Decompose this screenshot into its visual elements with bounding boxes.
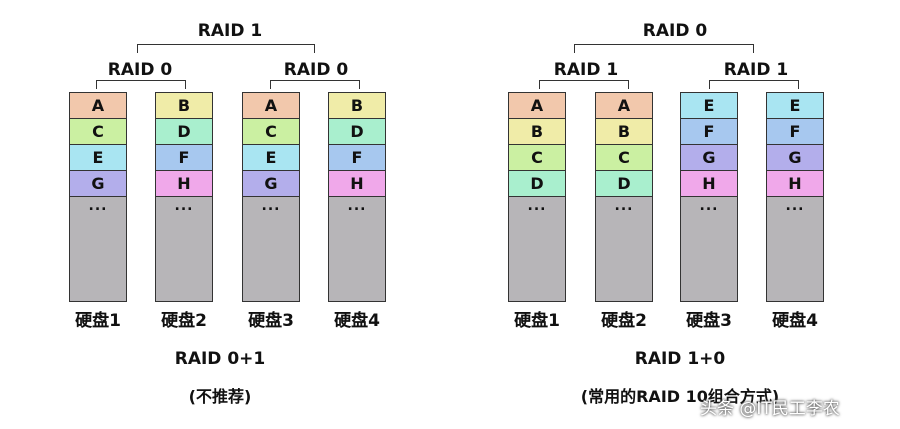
- data-block: A: [243, 93, 299, 119]
- disk-label: 硬盘3: [686, 311, 732, 331]
- top-level-label: RAID 0: [642, 21, 708, 41]
- data-block: B: [596, 119, 652, 145]
- group-bracket: [96, 80, 186, 89]
- disk-label: 硬盘1: [514, 311, 560, 331]
- disk-label: 硬盘2: [601, 311, 647, 331]
- more-blocks-ellipsis: ...: [347, 198, 367, 214]
- group-label: RAID 1: [553, 60, 619, 80]
- more-blocks-ellipsis: ...: [261, 198, 281, 214]
- disk-label: 硬盘4: [334, 311, 380, 331]
- data-block: C: [509, 145, 565, 171]
- group-label: RAID 0: [107, 60, 173, 80]
- data-block: A: [509, 93, 565, 119]
- watermark: 头条 @IT民工李农: [700, 399, 840, 419]
- data-block: H: [681, 171, 737, 197]
- data-block: E: [70, 145, 126, 171]
- data-block: F: [767, 119, 823, 145]
- data-block: F: [681, 119, 737, 145]
- more-blocks-ellipsis: ...: [174, 198, 194, 214]
- group-bracket: [539, 80, 629, 89]
- group-label: RAID 1: [723, 60, 789, 80]
- more-blocks-ellipsis: ...: [614, 198, 634, 214]
- diagram-caption: RAID 1+0: [634, 349, 726, 369]
- top-level-bracket: [574, 44, 754, 53]
- group-bracket: [709, 80, 799, 89]
- disk-label: 硬盘2: [161, 311, 207, 331]
- more-blocks-ellipsis: ...: [88, 198, 108, 214]
- diagram-caption: RAID 0+1: [174, 349, 266, 369]
- data-block: D: [596, 171, 652, 197]
- data-block: E: [243, 145, 299, 171]
- data-block: G: [243, 171, 299, 197]
- data-block: H: [156, 171, 212, 197]
- data-block: G: [681, 145, 737, 171]
- data-block: G: [70, 171, 126, 197]
- data-block: A: [70, 93, 126, 119]
- data-block: E: [681, 93, 737, 119]
- data-block: F: [156, 145, 212, 171]
- data-block: E: [767, 93, 823, 119]
- data-block: B: [156, 93, 212, 119]
- disk-label: 硬盘4: [772, 311, 818, 331]
- data-block: F: [329, 145, 385, 171]
- disk-label: 硬盘1: [75, 311, 121, 331]
- diagram-subcaption: (不推荐): [188, 387, 252, 406]
- group-bracket: [270, 80, 360, 89]
- top-level-bracket: [137, 44, 315, 53]
- top-level-label: RAID 1: [197, 21, 263, 41]
- data-block: C: [596, 145, 652, 171]
- group-label: RAID 0: [283, 60, 349, 80]
- data-block: C: [70, 119, 126, 145]
- data-block: H: [329, 171, 385, 197]
- data-block: D: [509, 171, 565, 197]
- data-block: B: [509, 119, 565, 145]
- data-block: D: [156, 119, 212, 145]
- data-block: G: [767, 145, 823, 171]
- data-block: C: [243, 119, 299, 145]
- data-block: A: [596, 93, 652, 119]
- disk-label: 硬盘3: [248, 311, 294, 331]
- diagram-subcaption: (常用的RAID 10组合方式): [580, 387, 780, 406]
- data-block: B: [329, 93, 385, 119]
- data-block: H: [767, 171, 823, 197]
- more-blocks-ellipsis: ...: [527, 198, 547, 214]
- more-blocks-ellipsis: ...: [699, 198, 719, 214]
- data-block: D: [329, 119, 385, 145]
- more-blocks-ellipsis: ...: [785, 198, 805, 214]
